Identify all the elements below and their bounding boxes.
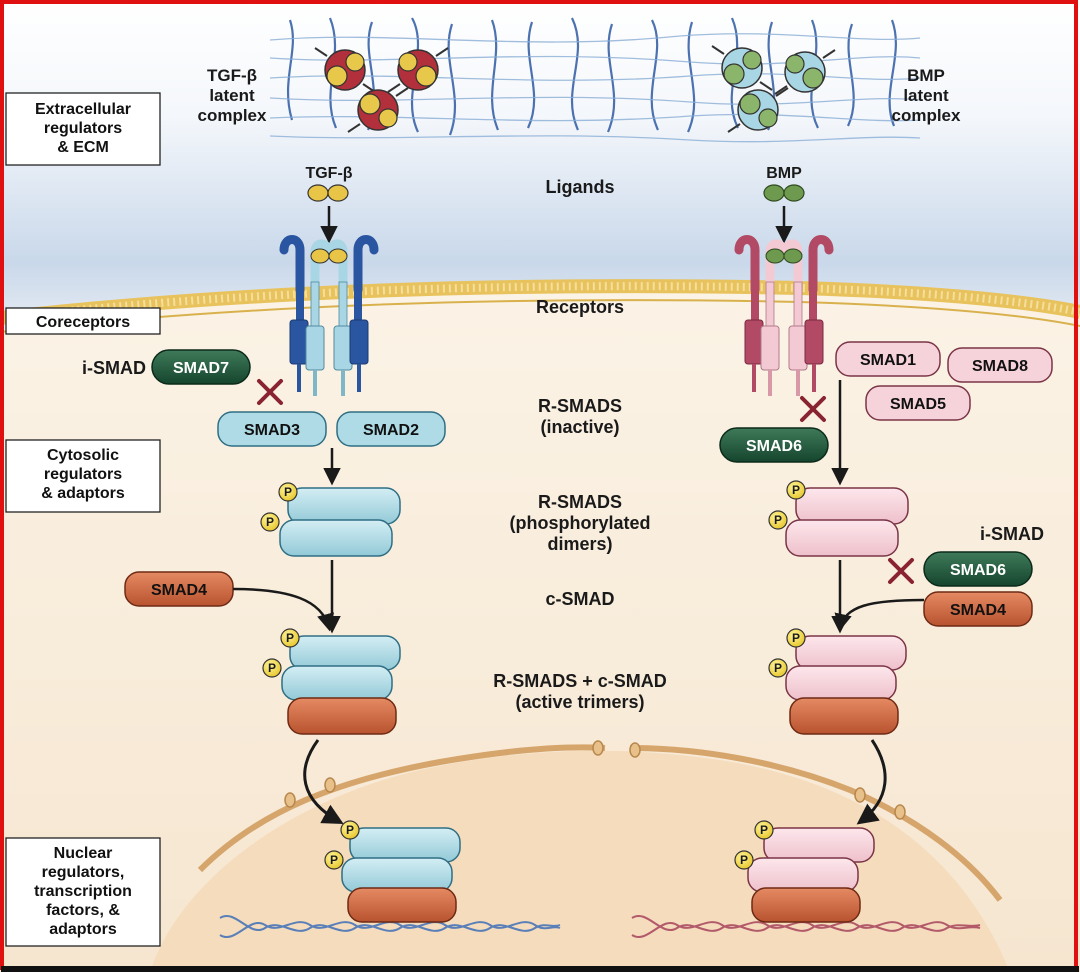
side-line: & ECM [57,139,109,156]
active-trimers-label: R-SMADS + c-SMAD(active trimers) [493,671,667,712]
smad6-mid-pill: SMAD6 [923,551,1033,587]
smad4-left-pill: SMAD4 [124,571,234,607]
side-line: Coreceptors [36,314,130,331]
dna-strand-left [219,915,561,938]
smad7-text: SMAD7 [173,360,229,377]
bmp-ligand-label: BMP [766,165,802,182]
tgfb-receptor-complex [279,235,379,396]
inhibit-x-left [257,379,283,405]
side-label-extracellular: Extracellular regulators & ECM [5,92,161,166]
side-line: regulators, [42,864,125,881]
svg-text:P: P [760,823,768,837]
smad8-text: SMAD8 [972,358,1028,375]
phospho-p-icon: P [786,628,806,648]
left-nuclear-trimer [341,827,461,923]
smad1-pill: SMAD1 [835,341,941,377]
smad2-pill: SMAD2 [336,411,446,447]
smad3-text: SMAD3 [244,422,300,439]
side-line: regulators [44,466,122,483]
left-ismad-label: i-SMAD [82,358,146,378]
smad5-pill: SMAD5 [865,385,971,421]
bmp-receptor-complex [734,235,834,396]
receptors-label: Receptors [536,297,624,317]
phospho-p-icon: P [280,628,300,648]
arrow-trimer-to-nucleus-left [303,739,344,825]
phospho-p-icon: P [754,820,774,840]
right-nuclear-trimer [747,827,875,923]
svg-text:P: P [266,515,274,529]
smad4-left-text: SMAD4 [151,582,207,599]
smad1-text: SMAD1 [860,352,916,369]
svg-text:P: P [268,661,276,675]
side-label-nuclear: Nuclear regulators, transcription factors, … [5,837,161,947]
phospho-p-icon: P [734,850,754,870]
side-line: transcription [34,883,132,900]
tgfb-latent-complex-graphic [314,47,449,133]
svg-text:P: P [792,483,800,497]
svg-text:P: P [774,661,782,675]
side-line: Cytosolic [47,447,119,464]
smad4-right-text: SMAD4 [950,602,1006,619]
phospho-p-icon: P [260,512,280,532]
dna-strand-right [631,915,981,938]
svg-text:P: P [284,485,292,499]
right-ismad-label: i-SMAD [980,524,1044,544]
inhibit-x-right-mid [888,558,914,584]
svg-text:P: P [346,823,354,837]
right-active-trimer [785,635,907,735]
svg-text:P: P [286,631,294,645]
smad6-top-text: SMAD6 [746,438,802,455]
smad4-right-pill: SMAD4 [923,591,1033,627]
phospho-p-icon: P [324,850,344,870]
bmp-latent-complex-graphic [711,45,836,133]
smad5-text: SMAD5 [890,396,946,413]
tgfb-ligand-label: TGF-β [305,165,352,182]
side-label-coreceptors: Coreceptors [5,307,161,335]
smad7-pill: SMAD7 [151,349,251,385]
smad2-text: SMAD2 [363,422,419,439]
bmp-ligand-dimer [763,184,805,202]
ligands-label: Ligands [545,177,614,197]
phospho-p-icon: P [786,480,806,500]
svg-text:P: P [792,631,800,645]
phospho-p-icon: P [262,658,282,678]
phospho-p-icon: P [340,820,360,840]
csmad-label: c-SMAD [545,589,614,609]
side-line: Extracellular [35,101,131,118]
frame-shadow-bottom [1,966,1079,972]
right-phospho-dimer [785,487,909,557]
tgfb-ligand-dimer [307,184,349,202]
smad8-pill: SMAD8 [947,347,1053,383]
inhibit-x-right-top [800,396,826,422]
smad3-pill: SMAD3 [217,411,327,447]
svg-text:P: P [740,853,748,867]
phospho-p-icon: P [768,510,788,530]
rsmads-inactive-label: R-SMADS(inactive) [538,396,622,437]
smad6-top-pill: SMAD6 [719,427,829,463]
phospho-p-icon: P [278,482,298,502]
svg-text:P: P [774,513,782,527]
svg-text:P: P [330,853,338,867]
side-line: Nuclear [54,845,113,862]
side-line: regulators [44,120,122,137]
smad6-mid-text: SMAD6 [950,562,1006,579]
side-label-cytosolic: Cytosolic regulators & adaptors [5,439,161,513]
side-line: adaptors [49,921,117,938]
arrow-trimer-to-nucleus-right [856,739,887,825]
left-phospho-dimer [279,487,401,557]
side-line: factors, & [46,902,120,919]
side-line: & adaptors [41,485,125,502]
phospho-p-icon: P [768,658,788,678]
left-active-trimer [281,635,401,735]
